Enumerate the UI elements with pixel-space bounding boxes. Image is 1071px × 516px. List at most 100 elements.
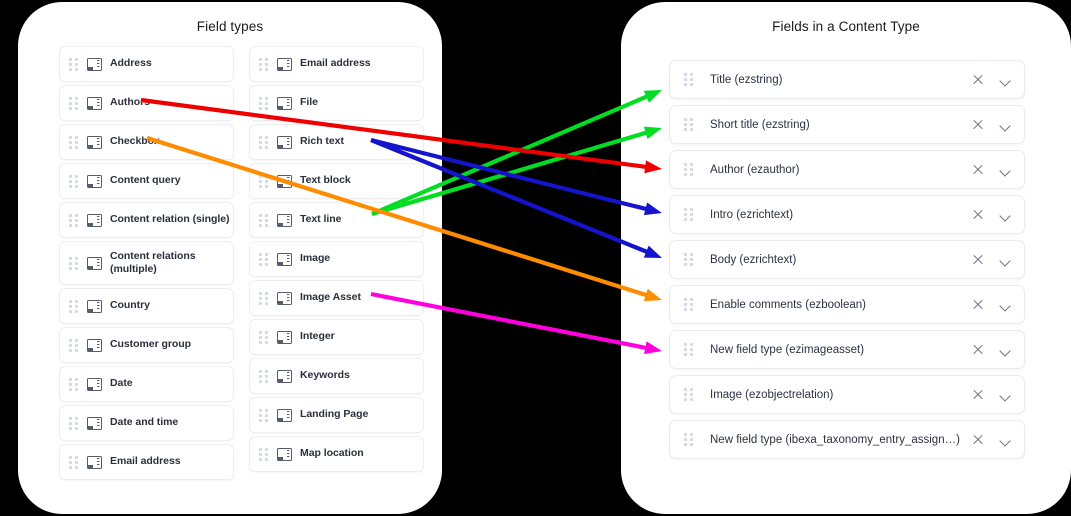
field-type-card[interactable]: Keywords [249, 358, 424, 394]
field-type-icon [87, 96, 102, 110]
content-type-field-row[interactable]: New field type (ibexa_taxonomy_entry_ass… [669, 420, 1025, 459]
drag-handle-icon[interactable] [69, 416, 78, 430]
row-actions [971, 151, 1012, 188]
field-type-card[interactable]: Email address [59, 444, 234, 480]
drag-handle-icon[interactable] [259, 135, 268, 149]
drag-handle-icon[interactable] [259, 447, 268, 461]
field-type-card[interactable]: Content query [59, 163, 234, 199]
chevron-down-icon[interactable] [998, 343, 1012, 357]
drag-handle-icon[interactable] [259, 408, 268, 422]
field-type-card[interactable]: Map location [249, 436, 424, 472]
content-type-field-label: Title (ezstring) [710, 73, 783, 86]
field-type-card[interactable]: Content relations (multiple) [59, 241, 234, 285]
field-type-card[interactable]: Authors [59, 85, 234, 121]
chevron-down-icon[interactable] [998, 208, 1012, 222]
drag-handle-icon[interactable] [684, 343, 693, 356]
field-type-card[interactable]: File [249, 85, 424, 121]
field-type-label: Content relation (single) [110, 213, 230, 226]
content-type-field-row[interactable]: Enable comments (ezboolean) [669, 285, 1025, 324]
field-type-card[interactable]: Image [249, 241, 424, 277]
chevron-down-icon[interactable] [998, 118, 1012, 132]
drag-handle-icon[interactable] [69, 377, 78, 391]
drag-handle-icon[interactable] [69, 135, 78, 149]
field-type-label: Text line [300, 213, 342, 226]
field-type-card[interactable]: Address [59, 46, 234, 82]
content-type-field-row[interactable]: New field type (ezimageasset) [669, 330, 1025, 369]
field-type-label: File [300, 96, 318, 109]
field-type-label: Content query [110, 174, 181, 187]
drag-handle-icon[interactable] [69, 174, 78, 188]
drag-handle-icon[interactable] [259, 174, 268, 188]
drag-handle-icon[interactable] [684, 388, 693, 401]
field-type-label: Keywords [300, 369, 350, 382]
chevron-down-icon[interactable] [998, 253, 1012, 267]
drag-handle-icon[interactable] [259, 57, 268, 71]
close-icon[interactable] [971, 298, 985, 312]
drag-handle-icon[interactable] [259, 96, 268, 110]
chevron-down-icon[interactable] [998, 433, 1012, 447]
drag-handle-icon[interactable] [69, 338, 78, 352]
drag-handle-icon[interactable] [684, 118, 693, 131]
drag-handle-icon[interactable] [69, 213, 78, 227]
drag-handle-icon[interactable] [684, 298, 693, 311]
field-type-card[interactable]: Email address [249, 46, 424, 82]
content-type-field-row[interactable]: Body (ezrichtext) [669, 240, 1025, 279]
drag-handle-icon[interactable] [684, 253, 693, 266]
close-icon[interactable] [971, 118, 985, 132]
field-type-icon [87, 213, 102, 227]
content-type-field-row[interactable]: Author (ezauthor) [669, 150, 1025, 189]
close-icon[interactable] [971, 433, 985, 447]
field-type-card[interactable]: Content relation (single) [59, 202, 234, 238]
drag-handle-icon[interactable] [69, 96, 78, 110]
field-type-icon [277, 369, 292, 383]
field-type-card[interactable]: Integer [249, 319, 424, 355]
drag-handle-icon[interactable] [259, 291, 268, 305]
drag-handle-icon[interactable] [259, 369, 268, 383]
field-type-card[interactable]: Text block [249, 163, 424, 199]
close-icon[interactable] [971, 163, 985, 177]
field-type-card[interactable]: Country [59, 288, 234, 324]
drag-handle-icon[interactable] [684, 433, 693, 446]
field-type-card[interactable]: Checkbox [59, 124, 234, 160]
row-actions [971, 61, 1012, 98]
chevron-down-icon[interactable] [998, 163, 1012, 177]
field-type-label: Content relations (multiple) [110, 249, 196, 275]
field-type-card[interactable]: Rich text [249, 124, 424, 160]
drag-handle-icon[interactable] [69, 299, 78, 313]
close-icon[interactable] [971, 343, 985, 357]
chevron-down-icon[interactable] [998, 298, 1012, 312]
drag-handle-icon[interactable] [259, 330, 268, 344]
field-type-label: Image Asset [300, 291, 361, 304]
drag-handle-icon[interactable] [69, 256, 78, 270]
content-type-field-row[interactable]: Short title (ezstring) [669, 105, 1025, 144]
content-type-field-row[interactable]: Intro (ezrichtext) [669, 195, 1025, 234]
field-type-card[interactable]: Customer group [59, 327, 234, 363]
drag-handle-icon[interactable] [259, 213, 268, 227]
field-types-panel-title: Field types [196, 19, 264, 34]
drag-handle-icon[interactable] [684, 208, 693, 221]
field-type-card[interactable]: Date and time [59, 405, 234, 441]
close-icon[interactable] [971, 253, 985, 267]
content-type-field-row[interactable]: Title (ezstring) [669, 60, 1025, 99]
field-type-label: Address [110, 57, 152, 70]
drag-handle-icon[interactable] [259, 252, 268, 266]
close-icon[interactable] [971, 73, 985, 87]
field-type-card[interactable]: Image Asset [249, 280, 424, 316]
content-type-field-row[interactable]: Image (ezobjectrelation) [669, 375, 1025, 414]
field-type-card[interactable]: Landing Page [249, 397, 424, 433]
drag-handle-icon[interactable] [69, 455, 78, 469]
chevron-down-icon[interactable] [998, 73, 1012, 87]
drag-handle-icon[interactable] [69, 57, 78, 71]
drag-handle-icon[interactable] [684, 163, 693, 176]
field-type-label: Date [110, 377, 133, 390]
field-type-label: Checkbox [110, 135, 160, 148]
chevron-down-icon[interactable] [998, 388, 1012, 402]
field-type-card[interactable]: Date [59, 366, 234, 402]
field-type-label: Authors [110, 96, 150, 109]
close-icon[interactable] [971, 388, 985, 402]
close-icon[interactable] [971, 208, 985, 222]
field-type-card[interactable]: Text line [249, 202, 424, 238]
drag-handle-icon[interactable] [684, 73, 693, 86]
